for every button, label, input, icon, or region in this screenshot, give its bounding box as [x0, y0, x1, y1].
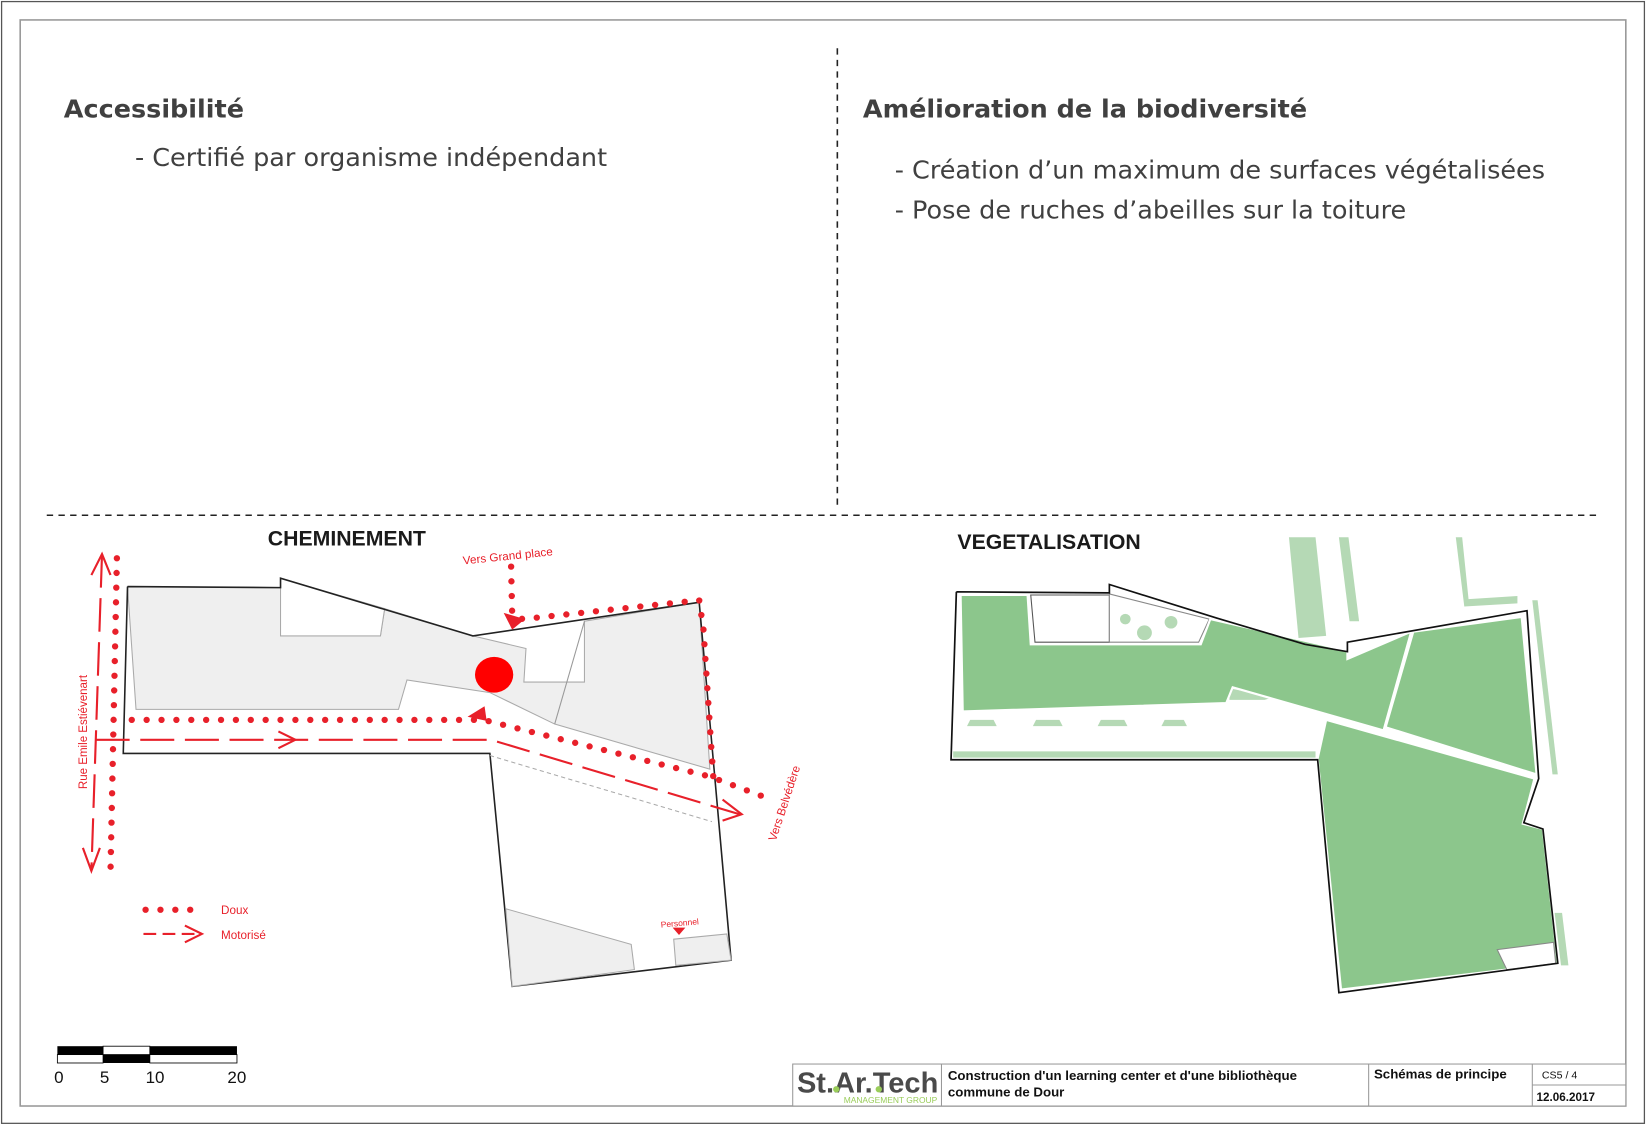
- motor-path-main: [95, 738, 740, 816]
- company-logo-subtitle: MANAGEMENT GROUP: [844, 1096, 938, 1105]
- landscape-strips: [953, 537, 1569, 966]
- accessibility-bullet: - Certifié par organisme indépendant: [135, 142, 607, 172]
- scale-segment-2: [102, 1045, 151, 1056]
- gallery-dashed: [489, 755, 713, 823]
- green-strip-2: [1338, 537, 1360, 622]
- green-strip-1: [1288, 537, 1327, 639]
- drawing-date: 12.06.2017: [1537, 1091, 1595, 1104]
- accessibility-heading: Accessibilité: [64, 94, 244, 124]
- green-strip-5: [1554, 912, 1569, 966]
- scale-bar: 0 5 10 20: [54, 1045, 246, 1087]
- scale-segment-3: [149, 1046, 237, 1055]
- green-planter-1: [966, 719, 997, 727]
- scale-segment-6: [149, 1054, 238, 1064]
- belvedere-label: Vers Belvédère: [766, 764, 803, 842]
- arrow-down-head: [81, 847, 101, 875]
- vegetalisation-title: VEGETALISATION: [957, 531, 1140, 554]
- building-wing-south-east: [673, 933, 732, 966]
- courtyard: [1030, 594, 1110, 643]
- arrow-head-grand-place: [503, 612, 525, 630]
- soft-path-street: [107, 555, 121, 875]
- legend: Doux Motorisé: [142, 904, 266, 944]
- title-block: St.Ar.Tech MANAGEMENT GROUP Construction…: [792, 1063, 1627, 1107]
- scale-segment-1: [57, 1046, 104, 1055]
- vegetalisation-outline: [950, 583, 1559, 994]
- legend-doux-label: Doux: [221, 904, 248, 917]
- building-wall: [554, 621, 585, 725]
- green-band-south: [953, 751, 1316, 758]
- sheet-number: CS5 / 4: [1542, 1070, 1578, 1082]
- motor-arrow-head-2: [721, 798, 744, 822]
- green-roof-west: [959, 593, 1413, 732]
- scale-tick-0: 0: [54, 1068, 63, 1087]
- arrow-up-head: [90, 551, 112, 576]
- legend-arrow-head: [184, 924, 205, 944]
- scale-segment-5: [103, 1054, 150, 1063]
- company-logo: St.Ar.Tech: [797, 1068, 938, 1100]
- biodiversity-bullet-1: - Création d’un maximum de surfaces végé…: [895, 155, 1545, 185]
- building-wing-south-west: [505, 908, 635, 987]
- legend-motorise-label: Motorisé: [221, 929, 266, 942]
- project-name-line-1: Construction d'un learning center et d'u…: [948, 1068, 1297, 1083]
- building-court-cutout: [280, 577, 386, 637]
- scale-tick-5: 5: [100, 1068, 109, 1087]
- green-strip-3: [1455, 537, 1518, 607]
- green-roof-north-east: [1384, 615, 1538, 776]
- green-planter-3: [1097, 719, 1128, 727]
- beehive-terrace: [1108, 593, 1211, 643]
- beehive-2: [1137, 625, 1152, 641]
- grand-place-label: Vers Grand place: [462, 545, 553, 567]
- soft-path-grand-place: [507, 563, 718, 793]
- biodiversity-heading: Amélioration de la biodiversité: [863, 94, 1307, 124]
- scale-segment-4: [56, 1054, 104, 1064]
- beehive-3: [1164, 615, 1178, 629]
- staff-label: Personnel: [660, 916, 699, 929]
- staff-entrance-arrow: [672, 927, 686, 935]
- soft-path-main: [128, 716, 775, 803]
- scale-tick-20: 20: [227, 1068, 246, 1087]
- street-label: Rue Emile Estiévenart: [77, 674, 90, 789]
- vegetalisation-plan: VEGETALISATION: [950, 531, 1569, 994]
- motor-arrow-head-1: [277, 730, 298, 750]
- beehive-1: [1120, 613, 1131, 625]
- scale-tick-10: 10: [146, 1068, 165, 1087]
- project-name-line-2: commune de Dour: [948, 1085, 1065, 1100]
- logo-dot-2: [875, 1086, 882, 1093]
- green-planter-4: [1161, 719, 1187, 727]
- drawing-title: Schémas de principe: [1374, 1067, 1507, 1082]
- green-strip-4: [1532, 600, 1558, 775]
- arrow-head-entrance: [467, 706, 487, 721]
- logo-dot-1: [833, 1086, 840, 1093]
- cheminement-title: CHEMINEMENT: [268, 528, 426, 551]
- title-block-frame: [792, 1063, 1627, 1107]
- motor-path-street: [90, 554, 104, 871]
- green-planter-2: [1032, 719, 1063, 727]
- cheminement-plan: CHEMINEMENT Rue Emile E: [77, 528, 803, 988]
- building-outline: [122, 577, 732, 988]
- biodiversity-bullet-2: - Pose de ruches d’abeilles sur la toitu…: [895, 194, 1407, 224]
- main-entrance-marker: [474, 656, 514, 693]
